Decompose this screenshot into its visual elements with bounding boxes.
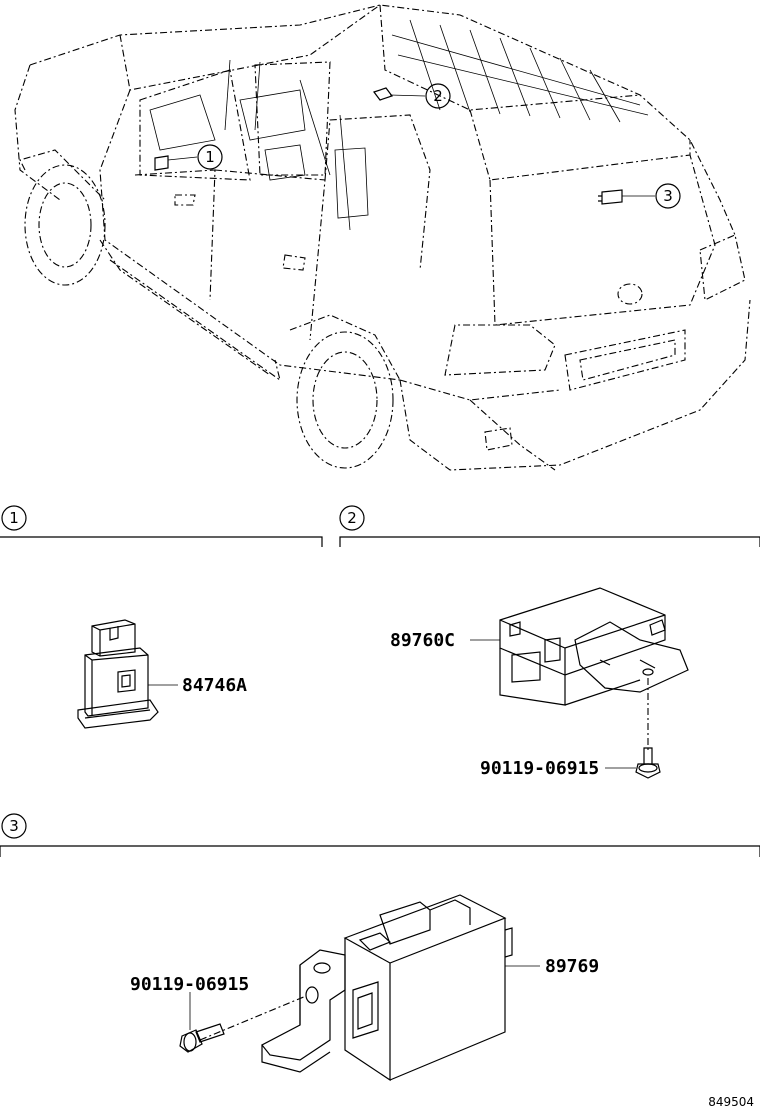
section-2-circle — [339, 505, 365, 531]
bolt-lower-leader — [199, 995, 307, 1041]
section-2-number: 2 — [347, 509, 357, 527]
label-84746A: 84746A — [182, 675, 247, 696]
bolt-part-upper — [635, 747, 661, 779]
label-bolt-upper: 90119-06915 — [480, 758, 599, 779]
callout-2-circle — [425, 83, 451, 109]
section-1-circle — [1, 505, 27, 531]
switch-part-84746A — [77, 619, 159, 729]
label-bolt-lower: 90119-06915 — [130, 974, 249, 995]
section-1: 1 84746A — [0, 505, 323, 729]
vehicle-callouts: 1 2 3 — [167, 83, 681, 209]
callout-2-number: 2 — [433, 87, 443, 105]
section-1-divider — [0, 536, 323, 547]
section-2: 2 89760C 90119-06915 — [339, 505, 760, 779]
callout-3-number: 3 — [663, 187, 673, 205]
label-89760C: 89760C — [390, 630, 455, 651]
ecu-part-89769 — [343, 894, 513, 1082]
ecu-mounting-bracket — [261, 949, 346, 1073]
section-3-number: 3 — [9, 817, 19, 835]
callout-3-circle — [655, 183, 681, 209]
section-3-divider — [0, 845, 760, 857]
callout-1-circle — [197, 144, 223, 170]
callout-1-number: 1 — [205, 148, 215, 166]
section-3-circle — [1, 813, 27, 839]
sensor-part-89760C — [499, 587, 689, 706]
section-3: 3 89769 — [0, 813, 760, 1082]
section-1-number: 1 — [9, 509, 19, 527]
bolt-part-lower — [179, 1023, 225, 1053]
figure-id: 849504 — [708, 1095, 754, 1109]
vehicle-illustration — [14, 4, 751, 471]
section-2-divider — [339, 536, 760, 547]
label-89769: 89769 — [545, 956, 599, 977]
